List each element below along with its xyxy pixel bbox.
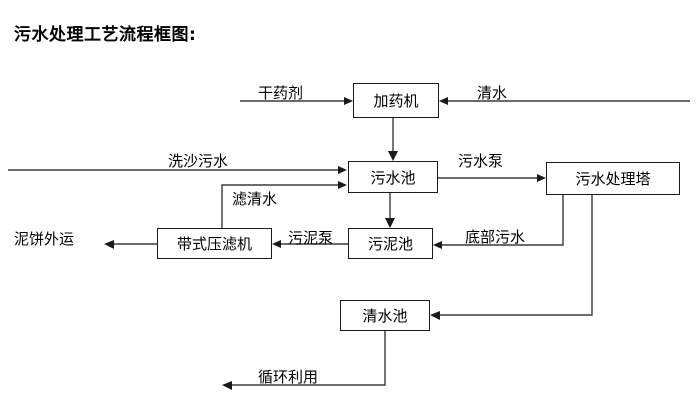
node-clear-water-pool-label: 清水池 [362,307,408,325]
arrowhead-recycle [222,381,232,390]
node-belt-filter-press[interactable]: 带式压滤机 [157,228,272,259]
wire-tower-to-clear-water-pool [438,195,593,316]
arrowhead-sludge-pump [272,240,281,248]
arrowhead-bottom-sewage [433,241,442,249]
arrowhead-filtered-water [338,181,347,189]
node-wastewater-pool-label: 污水池 [370,168,416,187]
label-bottom-sewage: 底部污水 [465,228,526,246]
node-wastewater-pool[interactable]: 污水池 [348,161,438,193]
arrowhead-dosing-down [388,151,398,161]
label-sludge-pump: 污泥泵 [288,229,334,247]
node-treatment-tower[interactable]: 污水处理塔 [546,162,680,195]
arrowhead-dry-chemical [344,97,353,105]
arrowhead-mudcake [104,240,114,249]
node-sludge-pool-label: 污泥池 [367,235,413,253]
node-dosing-machine-label: 加药机 [373,92,419,110]
label-mud-cake-transport: 泥饼外运 [14,230,75,248]
arrowhead-sewage-pump [537,174,546,182]
label-filtered-water: 滤清水 [232,190,278,208]
node-belt-filter-press-label: 带式压滤机 [176,235,252,253]
label-recycle-reuse: 循环利用 [258,368,319,386]
arrowhead-clear-water [430,311,440,320]
arrowhead-sandwash [338,166,347,174]
label-sewage-pump: 污水泵 [458,152,504,170]
label-clean-water: 清水 [477,84,508,102]
arrowhead-wastewater-down [385,218,395,228]
node-clear-water-pool[interactable]: 清水池 [340,300,430,331]
node-dosing-machine[interactable]: 加药机 [353,83,439,118]
page-title: 污水处理工艺流程框图: [14,25,197,45]
arrowhead-clean-water [439,97,448,105]
label-dry-chemical: 干药剂 [258,84,304,102]
node-treatment-tower-label: 污水处理塔 [575,170,651,188]
label-sand-wash-sewage: 洗沙污水 [168,152,229,170]
node-sludge-pool[interactable]: 污泥池 [348,228,433,259]
